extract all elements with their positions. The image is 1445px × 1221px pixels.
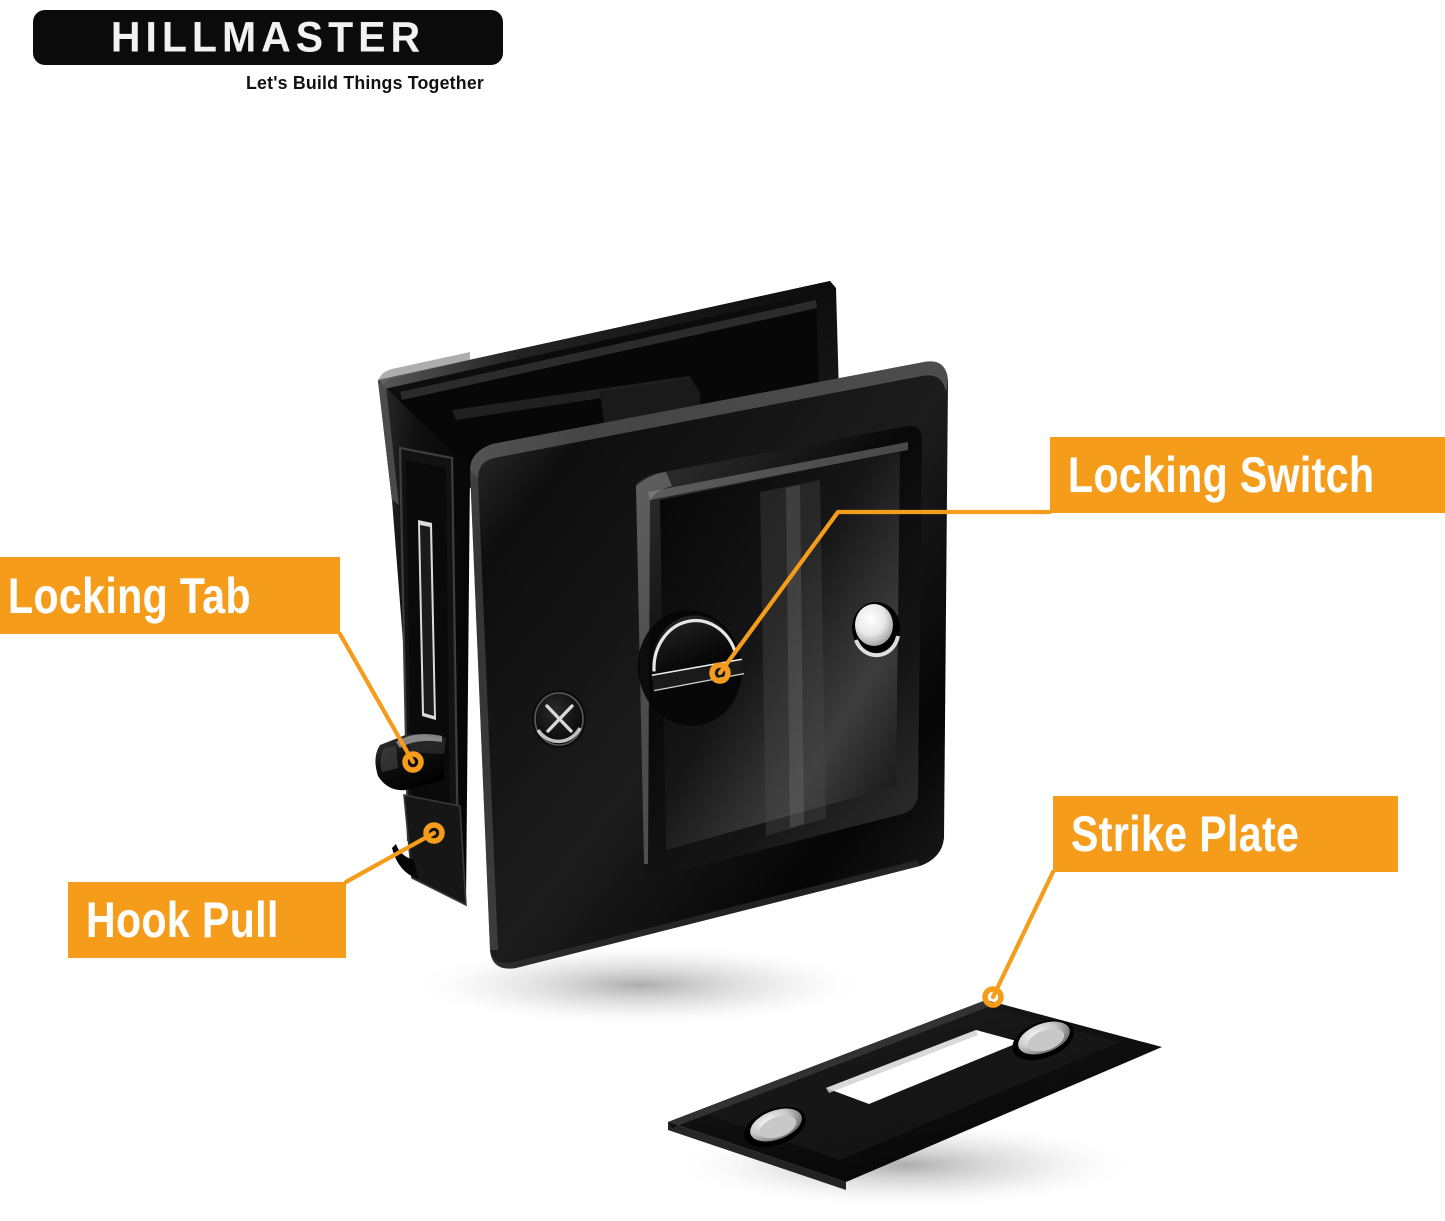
callout-label-locking-tab: Locking Tab [8, 567, 251, 624]
brand-name: HILLMASTER [110, 12, 426, 62]
callout-locking-switch: Locking Switch [1050, 437, 1445, 513]
faceplate-screw [532, 690, 586, 748]
callout-strike-plate: Strike Plate [1053, 796, 1398, 872]
brand-logo-badge: HILLMASTER [33, 10, 503, 65]
lock-body-shadow [410, 943, 870, 1027]
callout-locking-tab: Locking Tab [0, 557, 340, 634]
callout-label-locking-switch: Locking Switch [1068, 447, 1375, 503]
locking-tab-part [375, 734, 446, 791]
callout-label-hook-pull: Hook Pull [86, 892, 279, 948]
brand-logo: HILLMASTER Let's Build Things Together [33, 10, 503, 94]
callout-label-strike-plate: Strike Plate [1071, 806, 1300, 862]
lock-side-housing [378, 380, 470, 907]
hook-pull-body [403, 794, 467, 907]
callout-hook-pull: Hook Pull [68, 882, 346, 958]
brand-tagline: Let's Build Things Together [246, 72, 484, 93]
strike-plate-part [668, 1000, 1162, 1190]
faceplate-screw-hole [852, 602, 900, 658]
